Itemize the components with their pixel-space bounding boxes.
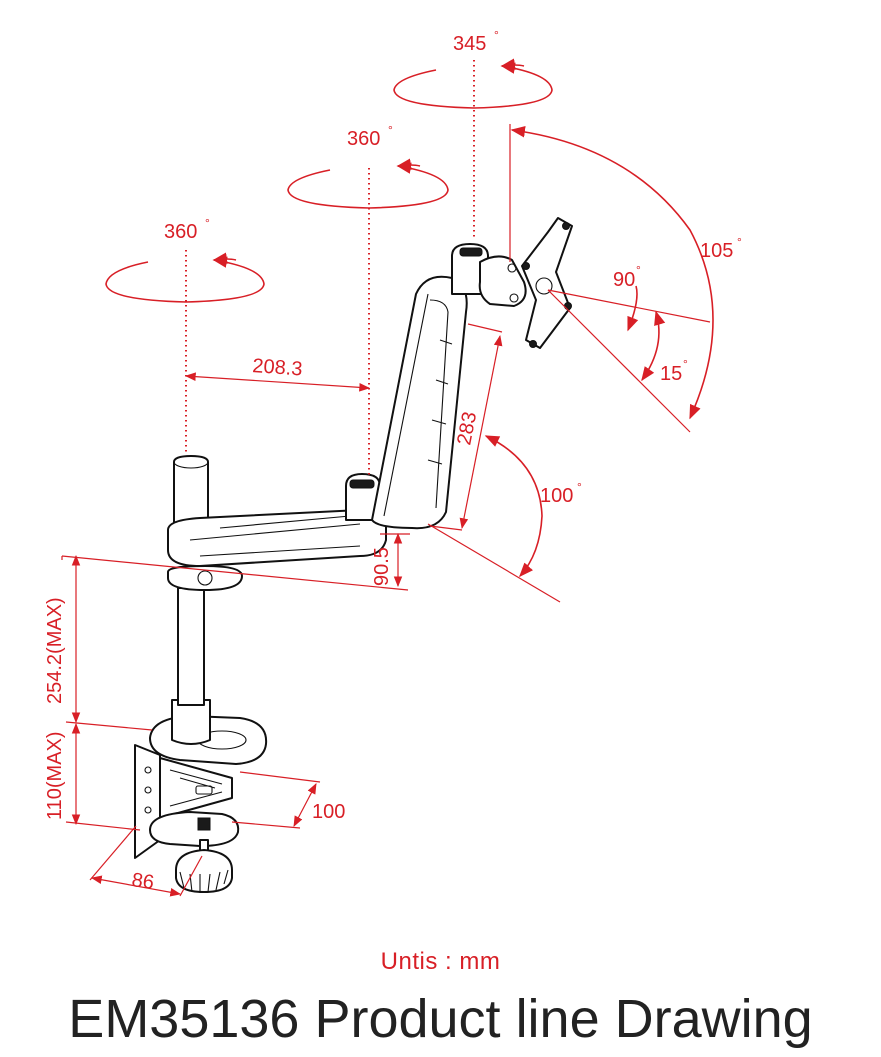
svg-text:°: °: [577, 480, 582, 494]
label-arm-reach: 208.3: [252, 355, 303, 380]
label-tilt-total: 105: [700, 240, 733, 262]
drawing-title: EM35136 Product line Drawing: [68, 989, 813, 1049]
tilt-head: [478, 255, 527, 307]
clamp-knob: [175, 849, 233, 893]
rotation-arrow-head: [393, 62, 553, 109]
vesa-plate: [521, 217, 573, 349]
label-pole-height: 254.2(MAX): [44, 597, 66, 704]
clamp-bottom-jaw: [149, 811, 240, 847]
svg-text:°: °: [737, 235, 742, 249]
label-tilt-down: 15: [660, 363, 682, 385]
svg-text:°: °: [205, 216, 210, 230]
label-rotation-elbow: 360: [347, 128, 380, 150]
lower-arm: [167, 508, 387, 567]
label-clamp-width: 86: [130, 869, 155, 894]
dimension-labels: 360 ° 360 ° 345 ° 208.3 283 100 ° 90.5 2…: [44, 28, 742, 894]
label-tilt-up: 90: [613, 269, 635, 291]
label-arm-height: 90.5: [371, 547, 393, 586]
svg-text:°: °: [494, 28, 499, 42]
label-clamp-depth: 100: [312, 801, 345, 823]
units-label: Untis : mm: [380, 948, 501, 975]
rotation-arrow-pole: [105, 256, 265, 303]
svg-text:°: °: [683, 357, 688, 371]
pole-base-collar: [171, 699, 211, 745]
svg-text:°: °: [388, 123, 393, 137]
svg-text:°: °: [636, 263, 641, 277]
label-rotation-pole: 360: [164, 221, 197, 243]
label-clamp-thickness: 110(MAX): [44, 731, 66, 820]
pole: [177, 587, 205, 706]
label-arm-length: 283: [453, 410, 481, 447]
upper-arm: [371, 275, 468, 530]
label-arm-tilt: 100: [540, 485, 573, 507]
rotation-arrow-elbow: [287, 162, 449, 209]
label-rotation-head: 345: [453, 33, 486, 55]
monitor-arm-outline: [134, 217, 573, 893]
dimension-annotations: [61, 58, 714, 897]
